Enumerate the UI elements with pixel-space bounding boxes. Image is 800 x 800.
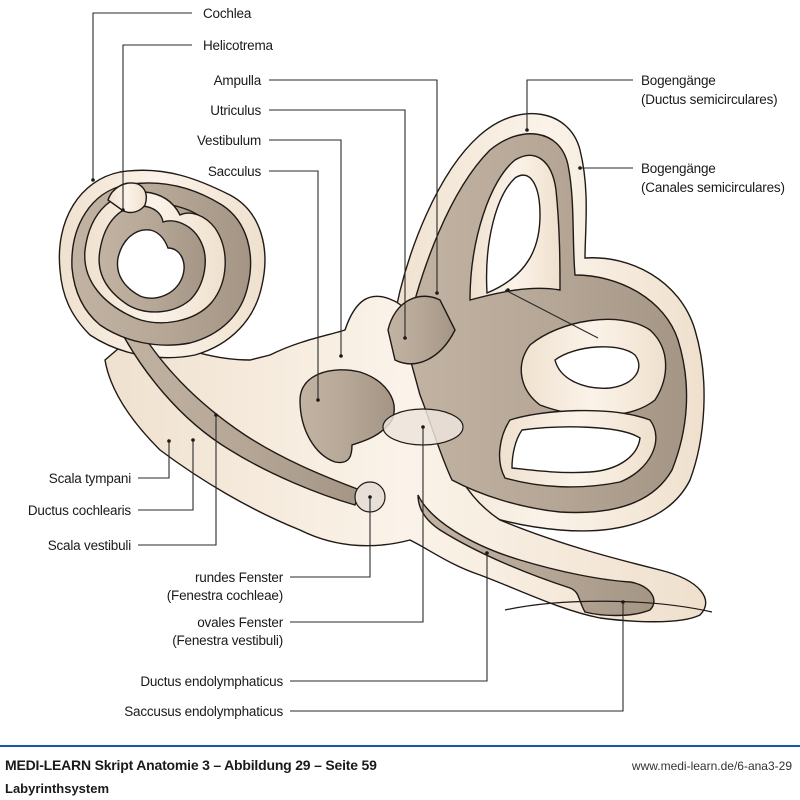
- label-scala-vestibuli: Scala vestibuli: [48, 538, 131, 553]
- label-ductus-semicirculares: Bogengänge: [641, 73, 716, 88]
- footer-url[interactable]: www.medi-learn.de/6-ana3-29: [631, 759, 792, 773]
- label-ampulla: Ampulla: [214, 73, 262, 88]
- label-sacculus: Sacculus: [208, 164, 262, 179]
- label-canales-semicirculares-latin: (Canales semicirculares): [641, 180, 785, 195]
- label-scala-tympani: Scala tympani: [49, 471, 131, 486]
- label-helicotrema: Helicotrema: [203, 38, 274, 53]
- label-ovales-fenster: ovales Fenster: [197, 615, 283, 630]
- membranous-labyrinth: [71, 133, 688, 617]
- footer-source: MEDI-LEARN Skript Anatomie 3 – Abbildung…: [5, 757, 377, 773]
- label-ductus-endolymphaticus: Ductus endolymphaticus: [140, 674, 283, 689]
- label-cochlea: Cochlea: [203, 6, 252, 21]
- label-fenestra-cochleae: (Fenestra cochleae): [167, 588, 283, 603]
- labels: Cochlea Helicotrema Ampulla Utriculus Ve…: [28, 6, 785, 719]
- label-ductus-cochlearis: Ductus cochlearis: [28, 503, 132, 518]
- leader-lines: [91, 12, 633, 712]
- bone-edge-line: [504, 600, 713, 613]
- label-fenestra-vestibuli: (Fenestra vestibuli): [172, 633, 283, 648]
- label-rundes-fenster: rundes Fenster: [195, 570, 284, 585]
- label-canales-semicirculares: Bogengänge: [641, 161, 716, 176]
- labyrinth-diagram: Cochlea Helicotrema Ampulla Utriculus Ve…: [28, 6, 785, 719]
- label-utriculus: Utriculus: [210, 103, 261, 118]
- label-vestibulum: Vestibulum: [197, 133, 261, 148]
- footer-divider: [0, 745, 800, 747]
- label-saccusus-endolymphaticus: Saccusus endolymphaticus: [124, 704, 283, 719]
- footer-caption: Labyrinthsystem: [5, 781, 110, 796]
- label-ductus-semicirculares-latin: (Ductus semicirculares): [641, 92, 777, 107]
